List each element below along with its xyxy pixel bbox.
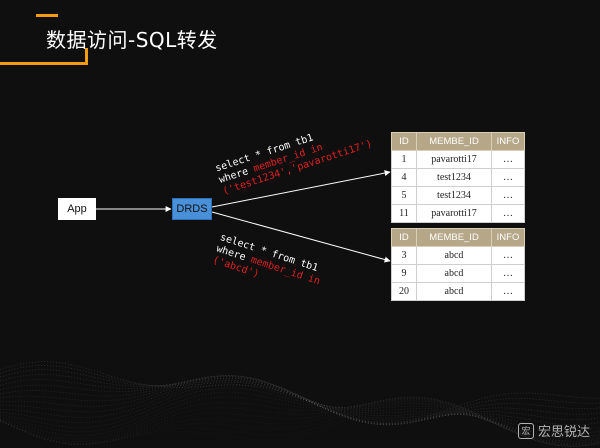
cell-id: 11 (391, 204, 417, 223)
cell-id: 3 (391, 246, 417, 265)
wave-line (0, 369, 600, 426)
watermark: 宏 宏思锐达 (517, 421, 590, 440)
cell-id: 5 (391, 186, 417, 205)
wave-line (0, 361, 600, 424)
cell-info: … (491, 168, 525, 187)
cell-info: … (491, 150, 525, 169)
wave-line (0, 376, 600, 425)
decorative-wave-background (0, 361, 600, 447)
table-row: 1 pavarotti17 … (391, 150, 525, 169)
cell-id: 1 (391, 150, 417, 169)
wave-line (0, 396, 600, 447)
cell-id: 9 (391, 264, 417, 283)
title-accent-vertical (85, 48, 88, 65)
table-row: 11 pavarotti17 … (391, 204, 525, 223)
wave-line (0, 397, 600, 446)
cell-member-id: abcd (416, 264, 492, 283)
wave-line (0, 402, 600, 444)
arrow-drds-to-table2 (211, 211, 391, 263)
table-row: 9 abcd … (391, 264, 525, 283)
wave-line (0, 374, 600, 431)
cell-member-id: abcd (416, 282, 492, 301)
watermark-logo-icon: 宏 (517, 422, 534, 439)
cell-member-id: test1234 (416, 186, 492, 205)
wave-line (0, 387, 600, 447)
cell-info: … (491, 204, 525, 223)
watermark-text: 宏思锐达 (537, 425, 590, 440)
arrow-drds-to-table1 (211, 170, 391, 208)
drds-node: DRDS (172, 198, 212, 220)
cell-member-id: abcd (416, 246, 492, 265)
cell-info: … (491, 264, 525, 283)
shard-table-1: ID MEMBE_ID INFO 1 pavarotti17 … 4 test1… (391, 132, 525, 223)
col-header-member-id: MEMBE_ID (416, 228, 492, 247)
cell-member-id: pavarotti17 (416, 204, 492, 223)
slide-title: 数据访问-SQL转发 (46, 28, 218, 52)
app-node: App (58, 198, 96, 220)
wave-line (0, 375, 600, 435)
cell-info: … (491, 282, 525, 301)
table-header-row: ID MEMBE_ID INFO (391, 228, 525, 247)
table-row: 20 abcd … (391, 282, 525, 301)
table-row: 4 test1234 … (391, 168, 525, 187)
col-header-info: INFO (491, 132, 525, 151)
title-accent-top (36, 14, 58, 17)
cell-member-id: test1234 (416, 168, 492, 187)
wave-line (0, 396, 600, 445)
col-header-member-id: MEMBE_ID (416, 132, 492, 151)
cell-id: 4 (391, 168, 417, 187)
col-header-id: ID (391, 132, 417, 151)
table-row: 5 test1234 … (391, 186, 525, 205)
wave-line (0, 391, 600, 447)
cell-info: … (491, 186, 525, 205)
wave-line (0, 398, 600, 446)
wave-line (0, 400, 600, 445)
table-row: 3 abcd … (391, 246, 525, 265)
col-header-id: ID (391, 228, 417, 247)
shard-table-2: ID MEMBE_ID INFO 3 abcd … 9 abcd … 20 ab… (391, 228, 525, 301)
wave-line (0, 365, 600, 425)
col-header-info: INFO (491, 228, 525, 247)
cell-id: 20 (391, 282, 417, 301)
cell-info: … (491, 246, 525, 265)
table-header-row: ID MEMBE_ID INFO (391, 132, 525, 151)
cell-member-id: pavarotti17 (416, 150, 492, 169)
title-accent-bottom (0, 62, 88, 65)
